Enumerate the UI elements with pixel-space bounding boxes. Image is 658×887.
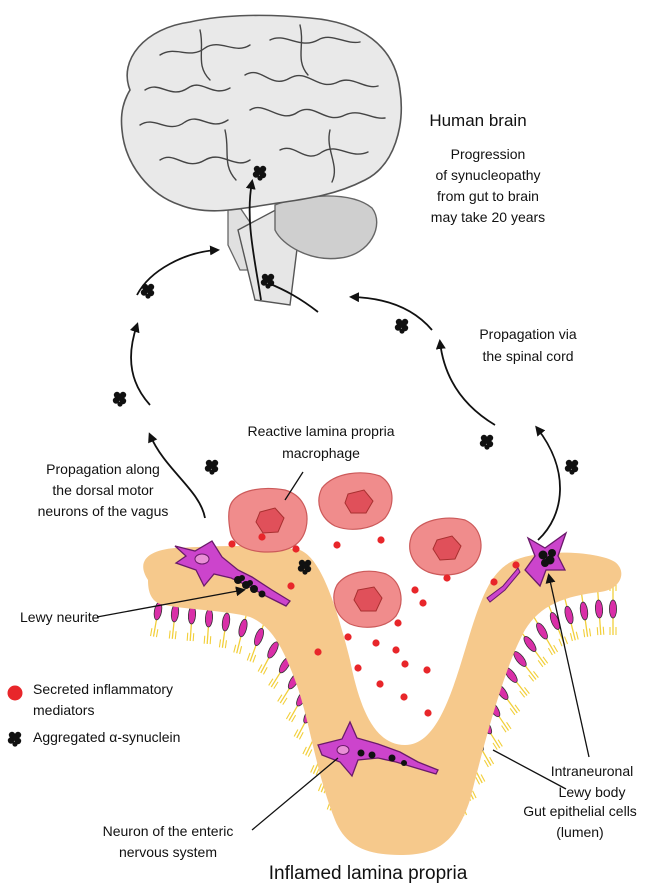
mediator-dot [344, 633, 351, 640]
mediator-dot [354, 664, 361, 671]
label-vagus-2: the dorsal motor [52, 482, 153, 498]
legend [8, 686, 23, 747]
aggregate [113, 392, 126, 407]
mediator-dot [490, 578, 497, 585]
macrophage [229, 489, 307, 553]
mediator-dot [512, 561, 519, 568]
mediator-dot [400, 693, 407, 700]
aggregate [141, 284, 154, 299]
legend-mediators-1: Secreted inflammatory [33, 681, 173, 697]
legend-synuclein: Aggregated α-synuclein [33, 729, 180, 745]
mediator-dot [258, 533, 265, 540]
legend-aggregate-icon [8, 732, 21, 747]
macrophage [334, 571, 401, 627]
macrophage [410, 518, 481, 575]
legend-mediators-2: mediators [33, 702, 94, 718]
label-macrophage-2: macrophage [282, 445, 360, 461]
label-spinal-2: the spinal cord [482, 348, 573, 364]
mediator-dot [292, 545, 299, 552]
label-epithelial-2: (lumen) [556, 824, 603, 840]
mediator-dot [419, 599, 426, 606]
label-lewy-body-1: Intraneuronal [551, 763, 634, 779]
label-lewy-neurite: Lewy neurite [20, 609, 100, 625]
label-human-brain: Human brain [429, 111, 526, 130]
label-progression-4: may take 20 years [431, 209, 545, 225]
mediator-dot [411, 586, 418, 593]
mediator-dot [372, 639, 379, 646]
arrow-vagus-2 [131, 325, 150, 405]
aggregate [480, 435, 493, 450]
mediator-dot [424, 709, 431, 716]
label-vagus-3: neurons of the vagus [38, 503, 169, 519]
legend-mediator-icon [8, 686, 23, 701]
macrophage [319, 473, 392, 529]
arrow-spinal-1 [537, 428, 560, 540]
label-progression-1: Progression [451, 146, 526, 162]
pointer-enteric [252, 758, 338, 830]
mediator-dot [314, 648, 321, 655]
mediator-dot [287, 582, 294, 589]
label-epithelial-1: Gut epithelial cells [523, 803, 637, 819]
label-progression-2: of synucleopathy [435, 167, 540, 183]
label-lewy-body-2: Lewy body [559, 784, 626, 800]
mediator-dot [401, 660, 408, 667]
mediator-dot [377, 536, 384, 543]
arrow-spinal-3 [352, 297, 432, 330]
mediator-dot [333, 541, 340, 548]
mediator-dot [443, 574, 450, 581]
label-macrophage-1: Reactive lamina propria [247, 423, 394, 439]
brain [121, 15, 401, 305]
mediator-dot [423, 666, 430, 673]
aggregate [565, 460, 578, 475]
mediator-dot [394, 619, 401, 626]
mediator-dot [376, 680, 383, 687]
aggregate [395, 319, 408, 334]
label-inflamed-lamina-propria: Inflamed lamina propria [269, 863, 468, 884]
mediator-dot [392, 646, 399, 653]
mediator-dot [228, 540, 235, 547]
label-enteric-1: Neuron of the enteric [103, 823, 234, 839]
aggregate [205, 460, 218, 475]
label-spinal-1: Propagation via [479, 326, 577, 342]
label-enteric-2: nervous system [119, 844, 217, 860]
label-progression-3: from gut to brain [437, 188, 539, 204]
label-vagus-1: Propagation along [46, 461, 160, 477]
epithelial-cell [609, 583, 616, 635]
